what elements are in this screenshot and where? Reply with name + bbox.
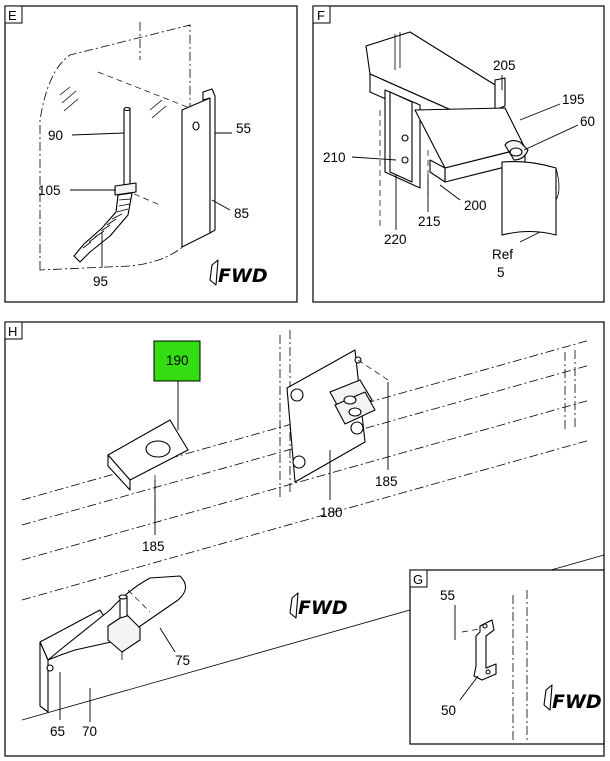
panel-g-tag-box — [409, 569, 428, 588]
callout-h-75: 75 — [175, 653, 190, 668]
fwd-label-e: FWD — [218, 265, 268, 287]
glass-hatch — [59, 86, 167, 119]
highlight-box-190 — [153, 340, 201, 382]
panel-f-tag: F — [317, 8, 325, 23]
callout-h-190: 190 — [166, 353, 189, 368]
callout-f-220: 220 — [384, 232, 407, 247]
fwd-arrow-icon — [289, 592, 299, 619]
hose-95 — [73, 192, 133, 263]
bracket-85 — [181, 97, 211, 248]
callout-e-85: 85 — [234, 206, 249, 221]
fwd-arrow-g: FWD — [543, 684, 602, 713]
ref-5-component — [501, 161, 557, 236]
callout-f-205: 205 — [493, 58, 516, 73]
callout-f-ref: Ref — [492, 247, 513, 262]
callout-f-195: 195 — [562, 92, 585, 107]
panel-e-frame — [4, 5, 298, 303]
callout-f-ref-5: 5 — [497, 265, 505, 280]
clamp-105 — [114, 182, 137, 196]
bracket-190-hole — [145, 440, 171, 458]
callout-e-55: 55 — [236, 121, 251, 136]
plate-180 — [286, 349, 366, 483]
fwd-arrow-h: FWD — [289, 592, 348, 619]
callout-h-70: 70 — [82, 724, 97, 739]
panel-g-tag: G — [413, 572, 423, 587]
callout-h-185-left: 185 — [142, 539, 165, 554]
fwd-arrow-icon — [543, 684, 553, 711]
fwd-arrow-e: FWD — [209, 259, 268, 287]
fwd-arrow-icon — [209, 259, 219, 286]
bracket-50 — [473, 619, 497, 681]
callout-f-200: 200 — [464, 198, 487, 213]
panel-h-tag-box — [4, 321, 23, 340]
panel-g-frame — [409, 569, 605, 745]
fwd-label-h: FWD — [298, 597, 348, 619]
panel-f-tag-box — [312, 5, 331, 24]
callout-f-215: 215 — [418, 214, 441, 229]
callout-e-90: 90 — [48, 128, 63, 143]
panel-g: G 55 50 FWD — [409, 569, 605, 745]
callout-f-60: 60 — [580, 114, 595, 129]
callout-f-210: 210 — [323, 150, 346, 165]
cab-panel-outline — [39, 24, 191, 271]
bracket-85-hole — [192, 121, 200, 131]
fwd-label-g: FWD — [552, 691, 602, 713]
callout-e-105: 105 — [38, 183, 61, 198]
callout-h-185-right: 185 — [375, 474, 398, 489]
panel-h-tag: H — [8, 324, 17, 339]
callout-g-55: 55 — [440, 588, 455, 603]
panel-e: E 90 105 55 85 95 FWD — [4, 5, 298, 303]
callout-e-95: 95 — [93, 274, 108, 289]
callout-g-50: 50 — [441, 703, 456, 718]
panel-e-tag-box — [4, 5, 23, 24]
rod-90 — [123, 107, 131, 189]
panel-f: F 205 195 60 210 2 — [312, 5, 605, 303]
callout-h-65: 65 — [50, 724, 65, 739]
callout-h-180: 180 — [320, 505, 343, 520]
panel-e-tag: E — [8, 8, 17, 23]
